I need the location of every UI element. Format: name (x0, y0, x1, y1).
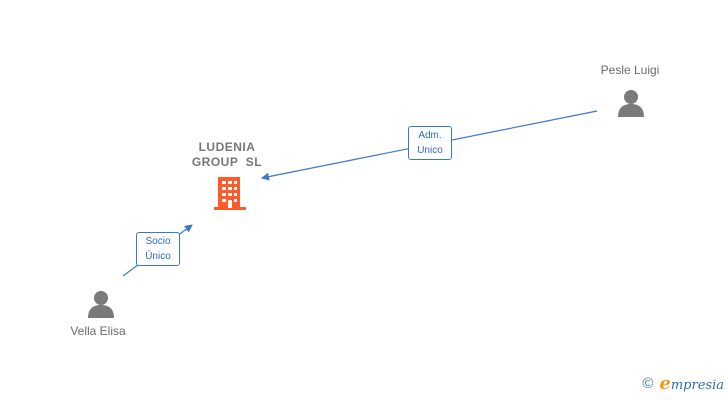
company-name-line1: LUDENIA (198, 140, 256, 154)
company-name[interactable]: LUDENIA GROUP SL (177, 140, 277, 170)
relation-line2: Unico (417, 145, 443, 156)
copyright-icon: © (642, 375, 654, 392)
company-name-line2: GROUP SL (191, 155, 263, 169)
person-name-vella-elisa[interactable]: Vella Elisa (70, 324, 126, 338)
relation-line1: Socio (145, 236, 171, 247)
relation-line2: Único (145, 251, 171, 262)
building-icon[interactable] (213, 176, 247, 210)
person-icon[interactable] (616, 88, 646, 118)
brand-logo[interactable]: © empresia (642, 373, 724, 394)
person-icon[interactable] (86, 289, 116, 319)
brand-name: empresia (659, 373, 724, 394)
relation-badge-adm-unico[interactable]: Adm. Unico (408, 126, 452, 160)
relation-line1: Adm. (418, 130, 442, 141)
person-name-pesle-luigi[interactable]: Pesle Luigi (600, 63, 660, 77)
relation-badge-socio-unico[interactable]: Socio Único (136, 232, 180, 266)
